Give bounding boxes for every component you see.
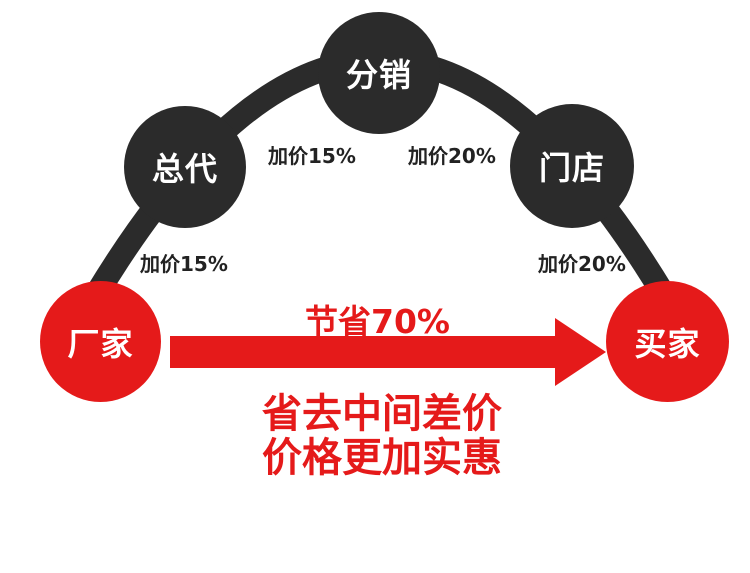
node-store: 门店 [510,104,634,228]
slogan-line-1: 省去中间差价 [262,391,502,437]
node-distributor: 分销 [318,12,440,134]
node-store-label: 门店 [538,149,605,187]
node-general-agent: 总代 [124,106,246,228]
node-manufacturer: 厂家 [40,281,161,402]
node-distributor-label: 分销 [345,56,412,94]
markup-agent-to-distributor: 加价15% [268,144,356,168]
node-general-agent-label: 总代 [151,150,218,188]
node-buyer-label: 买家 [634,324,701,363]
markup-store-to-buyer: 加价20% [538,252,626,276]
node-manufacturer-label: 厂家 [67,324,134,363]
node-buyer: 买家 [606,281,729,402]
slogan-line-2: 价格更加实惠 [262,435,502,481]
markup-distributor-to-store: 加价20% [408,144,496,168]
markup-manufacturer-to-agent: 加价15% [140,252,228,276]
savings-label: 节省70% [305,302,450,341]
